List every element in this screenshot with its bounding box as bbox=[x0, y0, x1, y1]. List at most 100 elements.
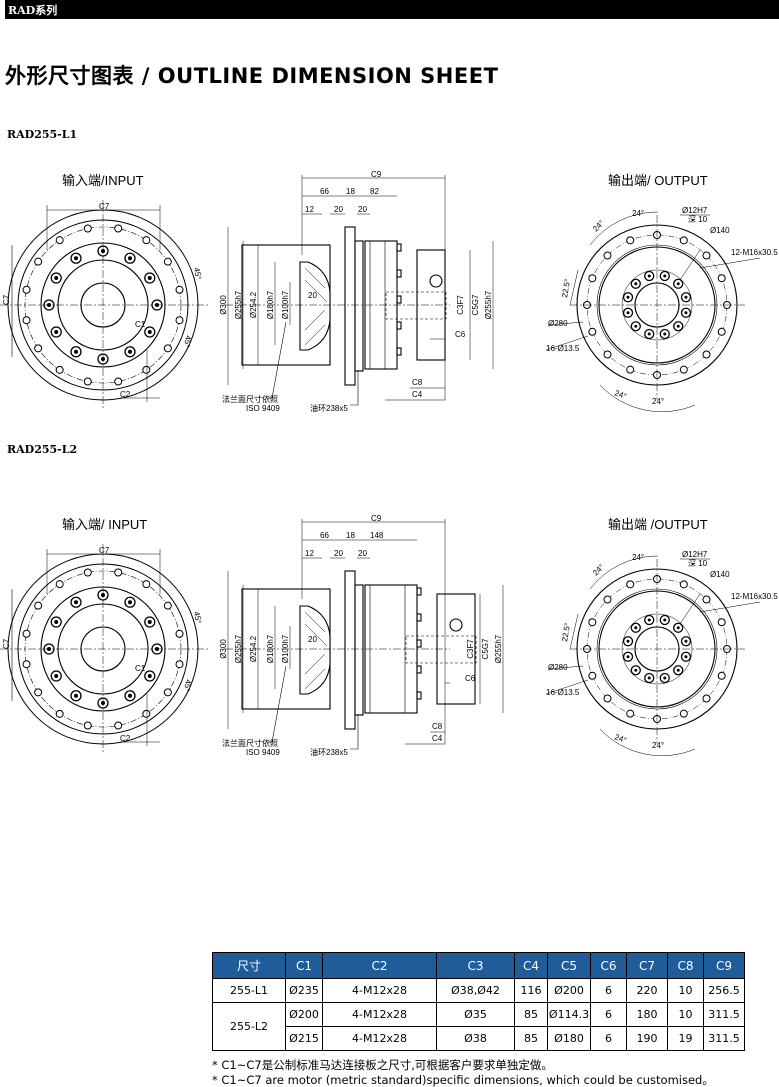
header-cell: C5 bbox=[547, 952, 591, 979]
cell: 255-L1 bbox=[212, 978, 286, 1003]
angle-45-label: 45° bbox=[192, 267, 203, 280]
dia-254-label: Ø254.2 bbox=[249, 635, 258, 662]
dia-100-label: Ø100h7 bbox=[281, 290, 290, 319]
c8-label: C8 bbox=[432, 722, 443, 731]
series-header-bar: RAD系列 bbox=[5, 0, 779, 19]
table-header-row: 尺寸 C1 C2 C3 C4 C5 C6 C7 C8 C9 bbox=[212, 952, 745, 979]
model-label: RAD255-L2 bbox=[7, 443, 78, 456]
dim-20-label: 20 bbox=[334, 549, 343, 558]
holes-label: 16-Ø13.5 bbox=[546, 688, 580, 697]
cell: Ø38 bbox=[436, 1026, 515, 1051]
output-view-title: 输出端/ OUTPUT bbox=[608, 173, 708, 188]
dia-255-label: Ø255h7 bbox=[234, 634, 243, 663]
c9-label: C9 bbox=[371, 170, 382, 179]
cell: Ø35 bbox=[436, 1002, 515, 1027]
dim-66-label: 66 bbox=[320, 531, 329, 540]
dim-20-label: 20 bbox=[358, 205, 367, 214]
cell: 256.5 bbox=[703, 978, 745, 1003]
angle-22-5-label: 22.5° bbox=[560, 278, 572, 298]
c7-label: C7 bbox=[99, 202, 110, 211]
cell: 4-M12x28 bbox=[322, 1002, 437, 1027]
dim-20-label: 20 bbox=[308, 635, 317, 644]
angle-22-5-label: 22.5° bbox=[560, 622, 572, 642]
dim-18-label: 18 bbox=[346, 187, 355, 196]
cell: 19 bbox=[667, 1026, 704, 1051]
cell: 4-M12x28 bbox=[322, 1026, 437, 1051]
dim-12-label: 12 bbox=[305, 205, 314, 214]
dim-20-label: 20 bbox=[334, 205, 343, 214]
header-cell: C3 bbox=[436, 952, 515, 979]
dim-66-label: 66 bbox=[320, 187, 329, 196]
dia-12-label: Ø12H7 bbox=[682, 206, 708, 215]
dia-254-label: Ø254.2 bbox=[249, 291, 258, 318]
cell: 311.5 bbox=[703, 1026, 745, 1051]
series-label: RAD系列 bbox=[8, 4, 58, 17]
angle-45-label: 45° bbox=[192, 611, 203, 624]
dim-length-label: 148 bbox=[370, 531, 384, 540]
c4-label: C4 bbox=[412, 390, 423, 399]
angle-24-label: 24° bbox=[652, 397, 664, 406]
cell: 6 bbox=[590, 1002, 627, 1027]
thread-label: 12-M16x30.5 bbox=[731, 248, 778, 257]
cell: Ø180 bbox=[547, 1026, 591, 1051]
c4-label: C4 bbox=[432, 734, 443, 743]
header-cell: C8 bbox=[667, 952, 704, 979]
cell: 85 bbox=[514, 1026, 548, 1051]
holes-label: 16-Ø13.5 bbox=[546, 344, 580, 353]
cell: 220 bbox=[626, 978, 668, 1003]
dia-100-label: Ø100h7 bbox=[281, 634, 290, 663]
header-cell: 尺寸 bbox=[212, 952, 286, 979]
c6-label: C6 bbox=[455, 330, 466, 339]
c2-label: C2 bbox=[120, 734, 131, 743]
cell: 116 bbox=[514, 978, 548, 1003]
cell: 190 bbox=[626, 1026, 668, 1051]
c7-vertical-label: C7 bbox=[2, 294, 11, 305]
page-title: 外形尺寸图表 / OUTLINE DIMENSION SHEET bbox=[5, 64, 499, 88]
cell: 255-L2 bbox=[212, 1002, 286, 1051]
dia-180-label: Ø180h7 bbox=[266, 290, 275, 319]
dia-140-label: Ø140 bbox=[710, 226, 730, 235]
dia-180-label: Ø180h7 bbox=[266, 634, 275, 663]
header-cell: C1 bbox=[285, 952, 323, 979]
c2-label: C2 bbox=[120, 390, 131, 399]
cell: Ø235 bbox=[285, 978, 323, 1003]
flange-note: 法兰面尺寸依照 bbox=[222, 394, 278, 404]
depth-label: 深 10 bbox=[688, 215, 708, 224]
angle-45-label: 45° bbox=[182, 679, 193, 692]
dia-280-label: Ø280 bbox=[548, 663, 568, 672]
c7-vertical-label: C7 bbox=[2, 638, 11, 649]
angle-24-label: 24° bbox=[652, 741, 664, 750]
angle-24-label: 24° bbox=[632, 553, 644, 562]
dia-12-label: Ø12H7 bbox=[682, 550, 708, 559]
oring-label: 油环238x5 bbox=[310, 403, 348, 413]
cell: Ø114.3 bbox=[547, 1002, 591, 1027]
cell: 10 bbox=[667, 1002, 704, 1027]
dim-20-label: 20 bbox=[308, 291, 317, 300]
dia-280-label: Ø280 bbox=[548, 319, 568, 328]
c1-label: C1 bbox=[135, 320, 146, 329]
c3-label: C3F7 bbox=[466, 639, 475, 659]
oring-label: 油环238x5 bbox=[310, 747, 348, 757]
cell: 10 bbox=[667, 978, 704, 1003]
c5-label: C5G7 bbox=[471, 294, 480, 315]
dim-20-label: 20 bbox=[358, 549, 367, 558]
cell: 6 bbox=[590, 978, 627, 1003]
dim-18-label: 18 bbox=[346, 531, 355, 540]
model-label: RAD255-L1 bbox=[7, 128, 78, 141]
flange-note: 法兰面尺寸依照 bbox=[222, 738, 278, 748]
note-english: * C1~C7 are motor (metric standard)speci… bbox=[212, 1073, 714, 1087]
c8-label: C8 bbox=[412, 378, 423, 387]
angle-24-label: 24° bbox=[613, 732, 627, 745]
iso-label: ISO 9409 bbox=[246, 404, 280, 413]
